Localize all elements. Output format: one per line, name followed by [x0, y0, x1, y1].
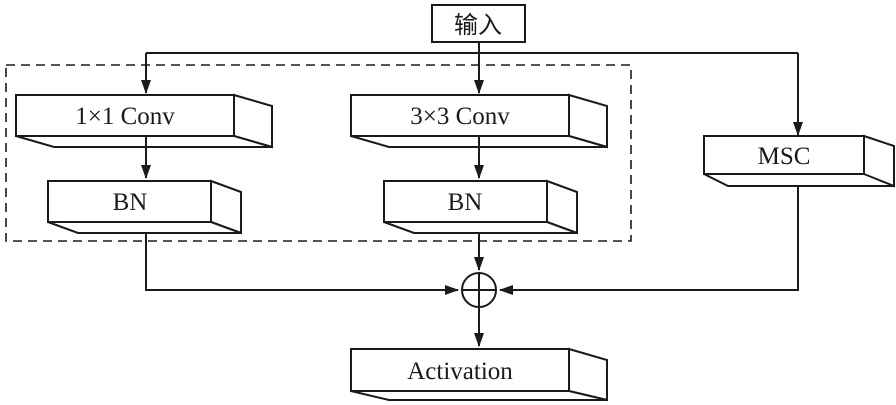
- line-msc-to-sum: [499, 186, 799, 295]
- bn-left-node: BN: [47, 179, 242, 235]
- input-label: 输入: [454, 12, 502, 39]
- msc-label: MSC: [758, 143, 811, 170]
- bn-right-label: BN: [448, 189, 483, 216]
- line-bn-left-to-sum: [145, 233, 459, 295]
- bn-right-node: BN: [383, 179, 578, 235]
- conv3x3-node: 3×3 Conv: [350, 93, 608, 149]
- conv1x1-node: 1×1 Conv: [15, 93, 273, 149]
- conv1x1-label: 1×1 Conv: [75, 103, 175, 130]
- activation-label: Activation: [407, 358, 513, 385]
- input-node: 输入: [431, 4, 526, 43]
- sum-node: [461, 272, 497, 308]
- bn-left-label: BN: [113, 189, 148, 216]
- conv-bn-group-frame: [5, 64, 632, 242]
- activation-node: Activation: [350, 347, 608, 402]
- msc-node: MSC: [703, 134, 895, 188]
- conv3x3-label: 3×3 Conv: [410, 103, 510, 130]
